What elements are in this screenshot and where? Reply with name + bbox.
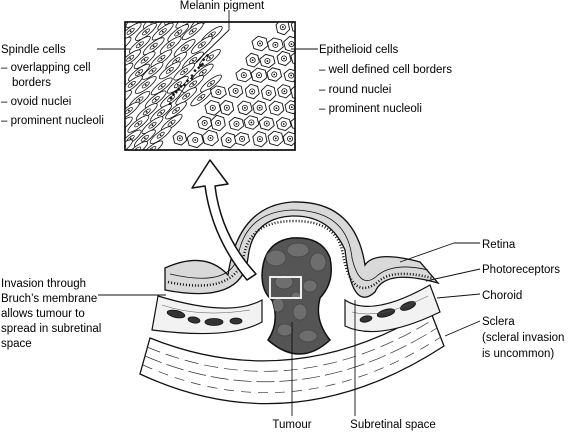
histology-sample-box [269,276,302,299]
label-photoreceptors: Photoreceptors [482,264,560,276]
svg-text:– round nuclei: – round nuclei [319,84,391,96]
magnification-arrow [191,159,257,281]
svg-text:– well defined cell borders: – well defined cell borders [319,64,452,76]
tumour-lobules [265,242,327,343]
label-retina: Retina [482,239,516,251]
label-choroid: Choroid [482,290,522,302]
svg-text:Spindle cells: Spindle cells [1,44,66,56]
svg-text:spread in subretinal: spread in subretinal [1,323,101,335]
melanin-pigment-granules [168,53,210,106]
spindle-cells-region [125,22,223,150]
photoreceptor-layer [167,219,433,290]
svg-text:Sclera: Sclera [482,316,515,328]
leader-lines [97,10,481,416]
label-invasion: Invasion through Bruch’s membrane allows… [1,278,101,350]
label-tumour: Tumour [272,419,311,431]
choroidal-vessels [166,301,416,326]
svg-text:Epithelioid cells: Epithelioid cells [319,44,399,56]
svg-text:is uncommon): is uncommon) [482,348,554,360]
svg-text:borders: borders [12,77,51,89]
label-melanin-pigment: Melanin pigment [180,0,265,12]
svg-text:(scleral invasion: (scleral invasion [482,332,564,344]
label-spindle-cells: Spindle cells – overlapping cell borders… [1,44,104,127]
retina-layer [164,201,440,298]
label-subretinal-space: Subretinal space [350,419,436,431]
label-epithelioid-cells: Epithelioid cells – well defined cell bo… [319,44,452,115]
histology-panel [124,21,296,151]
svg-text:space: space [1,338,32,350]
sclera-layer [139,309,445,405]
svg-text:– prominent nucleoli: – prominent nucleoli [1,115,104,127]
svg-text:allows tumour to: allows tumour to [1,308,85,320]
label-sclera: Sclera (scleral invasion is uncommon) [482,316,564,360]
svg-text:– ovoid nuclei: – ovoid nuclei [1,96,71,108]
svg-text:Bruch’s membrane: Bruch’s membrane [1,293,97,305]
svg-text:Invasion through: Invasion through [1,278,86,290]
svg-text:– overlapping cell: – overlapping cell [1,62,91,74]
svg-text:– prominent nucleoli: – prominent nucleoli [319,103,422,115]
epithelioid-cells-region [172,22,295,149]
eye-wall-section [139,201,445,405]
